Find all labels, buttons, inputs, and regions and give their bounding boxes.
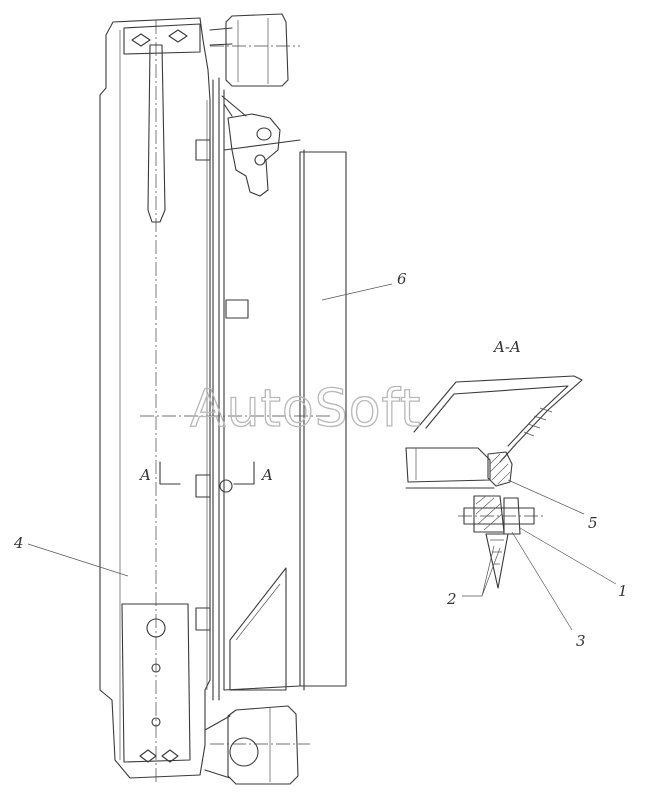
section-mark-left: A bbox=[138, 466, 151, 484]
section-spring-lines bbox=[490, 539, 504, 565]
section-housing bbox=[405, 447, 491, 483]
top-coupling-flange bbox=[237, 18, 269, 84]
top-knuckle bbox=[123, 23, 201, 55]
callout-1: 1 bbox=[618, 582, 628, 600]
leader-6 bbox=[321, 283, 393, 301]
top-coupling-stem bbox=[209, 27, 233, 46]
leader-3 bbox=[511, 531, 573, 631]
lower-plate bbox=[121, 603, 191, 763]
top-hole-left bbox=[131, 33, 151, 47]
bolt-block-2 bbox=[225, 299, 249, 319]
section-ribs bbox=[523, 407, 553, 437]
leader-1 bbox=[519, 527, 617, 585]
bolt-circle bbox=[219, 479, 233, 493]
leader-2 bbox=[462, 545, 501, 597]
section-seal-hatch bbox=[489, 453, 511, 485]
panel-connection bbox=[223, 139, 301, 691]
upper-bracket-hole-2 bbox=[254, 154, 266, 166]
section-mark-right: A bbox=[260, 466, 273, 484]
section-bolt bbox=[463, 507, 535, 525]
lower-gusset bbox=[229, 567, 287, 691]
panel-body bbox=[299, 151, 347, 687]
upper-bracket-hole-1 bbox=[256, 127, 272, 141]
section-title: A-A bbox=[492, 338, 521, 356]
section-nut-hatch bbox=[475, 495, 503, 531]
callout-2: 2 bbox=[446, 590, 457, 608]
leader-5 bbox=[507, 479, 585, 515]
callout-5: 5 bbox=[588, 514, 598, 532]
beam-body bbox=[99, 17, 211, 779]
bottom-coupling bbox=[227, 705, 299, 785]
beam-slot bbox=[147, 44, 166, 223]
section-cut-right bbox=[233, 461, 255, 485]
bolt-block-1 bbox=[195, 139, 211, 161]
callout-3: 3 bbox=[576, 632, 586, 650]
lower-gusset-rib bbox=[235, 583, 281, 641]
bracket-link bbox=[221, 95, 247, 117]
section-top-profile-inner bbox=[425, 385, 569, 447]
section-seal bbox=[487, 451, 513, 487]
top-hole-right bbox=[168, 29, 188, 43]
callout-4: 4 bbox=[13, 534, 24, 552]
section-view-a-a: A-A 5 1 3 2 bbox=[405, 338, 628, 650]
section-washer bbox=[503, 497, 521, 535]
bolt-block-4 bbox=[195, 607, 211, 631]
bottom-hole-right bbox=[161, 749, 179, 763]
watermark: AutoSoft bbox=[190, 379, 421, 439]
top-coupling bbox=[225, 13, 289, 87]
bottom-coupling-boss bbox=[229, 737, 259, 767]
bottom-hole-left bbox=[139, 749, 157, 763]
main-assembly-view: A A 6 4 bbox=[13, 13, 407, 785]
section-cut-left bbox=[159, 461, 181, 485]
bolt-block-3 bbox=[195, 474, 211, 498]
section-top-profile bbox=[413, 375, 583, 463]
callout-6: 6 bbox=[397, 270, 407, 288]
bottom-coupling-base bbox=[204, 715, 231, 779]
leader-4 bbox=[27, 543, 129, 577]
upper-bracket bbox=[227, 113, 281, 197]
section-spring bbox=[485, 533, 509, 589]
